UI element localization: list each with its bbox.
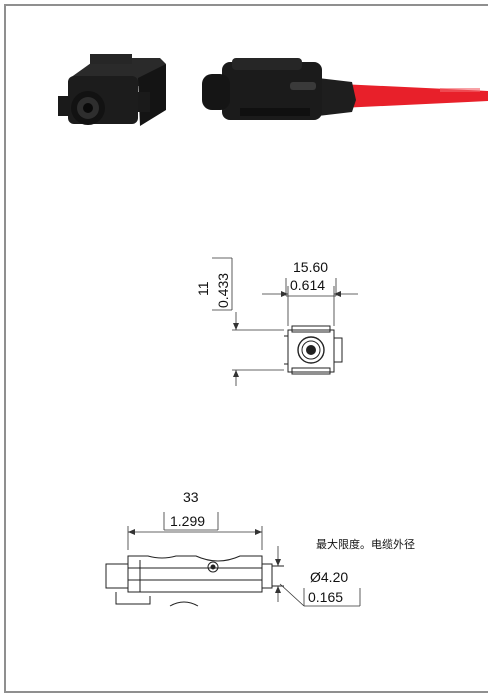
width-inch-label: 0.614 <box>290 277 325 293</box>
length-inch-label: 1.299 <box>170 513 205 529</box>
photo-plug <box>202 58 488 120</box>
cable-diameter-inch-label: 0.165 <box>308 589 343 605</box>
side-view-dimension-lines <box>127 512 361 607</box>
length-mm-label: 33 <box>183 489 199 505</box>
cable-note-label: 最大限度。电缆外径 <box>316 537 415 551</box>
page-frame <box>4 4 488 693</box>
cable-diameter-mm-label: Ø4.20 <box>310 569 348 585</box>
height-inch-label: 0.433 <box>215 273 231 308</box>
height-mm-label: 11 <box>195 281 211 296</box>
front-view-dimension-lines <box>212 257 358 386</box>
front-view-drawing <box>284 325 343 375</box>
side-view-drawing <box>105 555 284 607</box>
width-mm-label: 15.60 <box>293 259 328 275</box>
photo-receptacle <box>58 54 166 126</box>
